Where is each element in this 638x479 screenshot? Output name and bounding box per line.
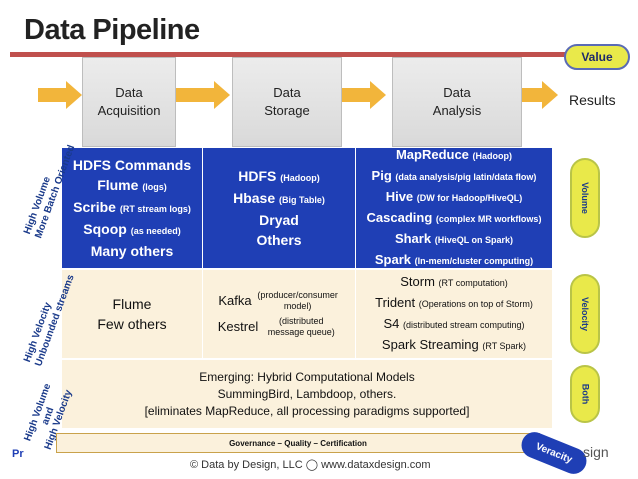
row3-line: Emerging: Hybrid Computational Models xyxy=(199,369,415,384)
arrow-2-head xyxy=(370,81,386,109)
arrow-in xyxy=(38,88,68,102)
both-pill: Both xyxy=(570,365,600,423)
governance-bar: Governance – Quality – Certification xyxy=(56,433,540,453)
row1-analysis-cell: MapReduce (Hadoop) Pig (data analysis/pi… xyxy=(356,147,552,268)
row3-line: SummingBird, Lambdoop, others. xyxy=(217,386,397,401)
row2-ana-item: Spark Streaming (RT Spark) xyxy=(381,337,527,352)
row3-line: [eliminates MapReduce, all processing pa… xyxy=(144,403,470,418)
row2-acquisition-cell: Flume Few others xyxy=(62,270,202,358)
title-divider xyxy=(10,52,600,57)
stage-analysis: Data Analysis xyxy=(392,57,522,147)
row2-storage-cell: Kafka(producer/consumer model) Kestrel(d… xyxy=(203,270,355,358)
arrow-1-head xyxy=(214,81,230,109)
page-title: Data Pipeline xyxy=(24,14,200,46)
row1-ana-item: Hive (DW for Hadoop/HiveQL) xyxy=(385,189,523,204)
brand-right-fragment: sign xyxy=(583,444,609,460)
row1-ana-item: MapReduce (Hadoop) xyxy=(395,147,513,162)
row1-sto-item: HDFS (Hadoop) xyxy=(238,168,320,184)
arrow-out xyxy=(522,88,544,102)
volume-pill: Volume xyxy=(570,158,600,238)
row1-ana-item: Shark (HiveQL on Spark) xyxy=(394,231,514,246)
row1-acq-item: HDFS Commands xyxy=(72,157,192,173)
row1-sto-item: Others xyxy=(256,232,302,248)
arrow-out-head xyxy=(542,81,558,109)
arrow-1 xyxy=(176,88,216,102)
row1-acq-item: Scribe (RT stream logs) xyxy=(73,199,191,215)
stage-acquisition: Data Acquisition xyxy=(82,57,176,147)
row1-sto-item: Dryad xyxy=(259,212,299,228)
results-label: Results xyxy=(569,92,616,108)
row1-acquisition-cell: HDFS Commands Flume (logs) Scribe (RT st… xyxy=(62,148,202,268)
row2-sto-item: Kestrel(distributed message queue) xyxy=(217,316,335,337)
footer-copyright: © Data by Design, LLC ◯ www.dataxdesign.… xyxy=(190,459,431,471)
row3-emerging-cell: Emerging: Hybrid Computational Models Su… xyxy=(62,360,552,428)
brand-left-fragment: Pr xyxy=(12,448,24,460)
row2-acq-item: Few others xyxy=(97,316,167,332)
row2-ana-item: S4 (distributed stream computing) xyxy=(383,316,525,331)
row1-acq-item: Flume (logs) xyxy=(97,177,167,193)
row1-acq-item: Many others xyxy=(90,243,174,259)
row1-acq-item: Sqoop (as needed) xyxy=(83,221,181,237)
veracity-badge: Veracity xyxy=(517,428,591,478)
row1-ana-item: Cascading (complex MR workflows) xyxy=(366,210,542,225)
row1-ana-item: Spark (In-mem/cluster computing) xyxy=(374,252,534,267)
row1-sto-item: Hbase (Big Table) xyxy=(233,190,325,206)
stage-storage: Data Storage xyxy=(232,57,342,147)
velocity-pill: Velocity xyxy=(570,274,600,354)
row2-ana-item: Trident (Operations on top of Storm) xyxy=(375,295,533,310)
row2-acq-item: Flume xyxy=(112,296,152,312)
value-badge: Value xyxy=(564,44,630,70)
row2-analysis-cell: Storm (RT computation) Trident (Operatio… xyxy=(356,270,552,358)
row1-ana-item: Pig (data analysis/pig latin/data flow) xyxy=(371,168,537,183)
row2-ana-item: Storm (RT computation) xyxy=(400,274,508,289)
row1-storage-cell: HDFS (Hadoop) Hbase (Big Table) Dryad Ot… xyxy=(203,148,355,268)
row2-sto-item: Kafka(producer/consumer model) xyxy=(218,290,338,311)
arrow-2 xyxy=(342,88,372,102)
arrow-in-head xyxy=(66,81,82,109)
